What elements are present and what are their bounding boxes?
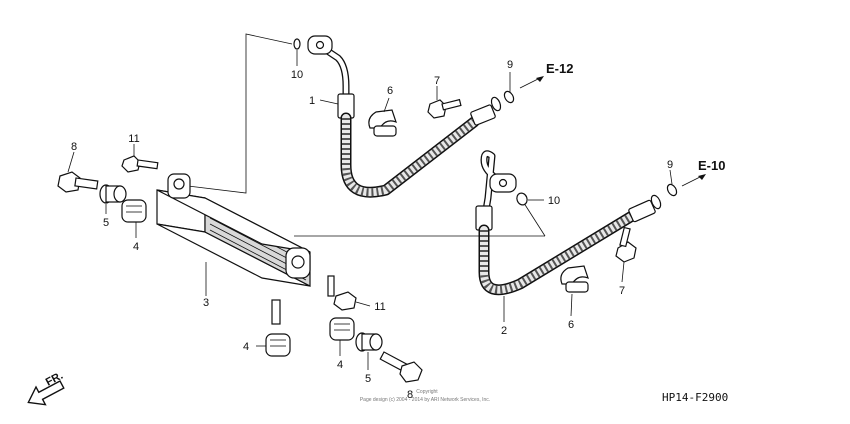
grommet-4-middle[interactable] — [265, 333, 291, 357]
flange-bolt-8-left[interactable] — [57, 171, 99, 193]
oil-cooler[interactable] — [156, 173, 311, 325]
callout-7-upper: 7 — [434, 75, 440, 87]
callout-leader-lines — [67, 50, 703, 370]
callout-8-left: 8 — [71, 141, 77, 153]
front-direction-arrow-icon — [27, 380, 65, 406]
hose-clamp-upper[interactable] — [368, 109, 397, 137]
bolt-11-upper[interactable] — [121, 155, 159, 173]
o-ring-9-upper[interactable] — [503, 90, 516, 104]
grommet-4-left[interactable] — [121, 199, 147, 223]
callout-11-lower: 11 — [374, 301, 385, 313]
callout-11-upper: 11 — [128, 133, 139, 145]
callout-2: 2 — [501, 325, 507, 337]
grommet-4-right[interactable] — [329, 317, 355, 341]
reference-e-10: E-10 — [698, 158, 725, 173]
bolt-7-upper[interactable] — [427, 98, 462, 119]
collar-5-left[interactable] — [99, 184, 127, 204]
o-ring-9-lower[interactable] — [666, 183, 679, 197]
callout-4-left: 4 — [133, 241, 139, 253]
oil-cooler-hose-b[interactable] — [475, 150, 663, 296]
callout-4-right: 4 — [337, 359, 343, 371]
copyright-line-1: Copyright — [416, 389, 438, 395]
copyright-line-2: Page design (c) 2004 - 2014 by ARI Netwo… — [360, 397, 490, 403]
callout-3: 3 — [203, 297, 209, 309]
callout-10-upper: 10 — [291, 69, 303, 81]
callout-1: 1 — [309, 95, 315, 107]
diagram-code: HP14-F2900 — [662, 391, 728, 404]
callout-10-lower: 10 — [548, 195, 560, 207]
o-ring-10-lower[interactable] — [515, 192, 529, 207]
flange-bolt-8-right[interactable] — [379, 351, 423, 383]
callout-9-upper: 9 — [507, 59, 513, 71]
callout-6-lower: 6 — [568, 319, 574, 331]
callout-7-lower: 7 — [619, 285, 625, 297]
o-ring-10-upper[interactable] — [293, 38, 301, 50]
callout-8-bottom: 8 — [407, 389, 413, 401]
callout-5-left: 5 — [103, 217, 109, 229]
hose-clamp-lower[interactable] — [560, 265, 589, 293]
callout-9-lower: 9 — [667, 159, 673, 171]
callout-4-middle: 4 — [243, 341, 249, 353]
oil-cooler-hose-a[interactable] — [307, 35, 502, 198]
bolt-7-lower[interactable] — [615, 226, 637, 263]
reference-arrows — [536, 76, 706, 180]
collar-5-right[interactable] — [355, 332, 383, 352]
callout-5-right: 5 — [365, 373, 371, 385]
bolt-11-lower[interactable] — [327, 275, 357, 311]
callout-6-upper: 6 — [387, 85, 393, 97]
reference-e-12: E-12 — [546, 61, 573, 76]
assembly-reference-lines — [187, 33, 546, 237]
